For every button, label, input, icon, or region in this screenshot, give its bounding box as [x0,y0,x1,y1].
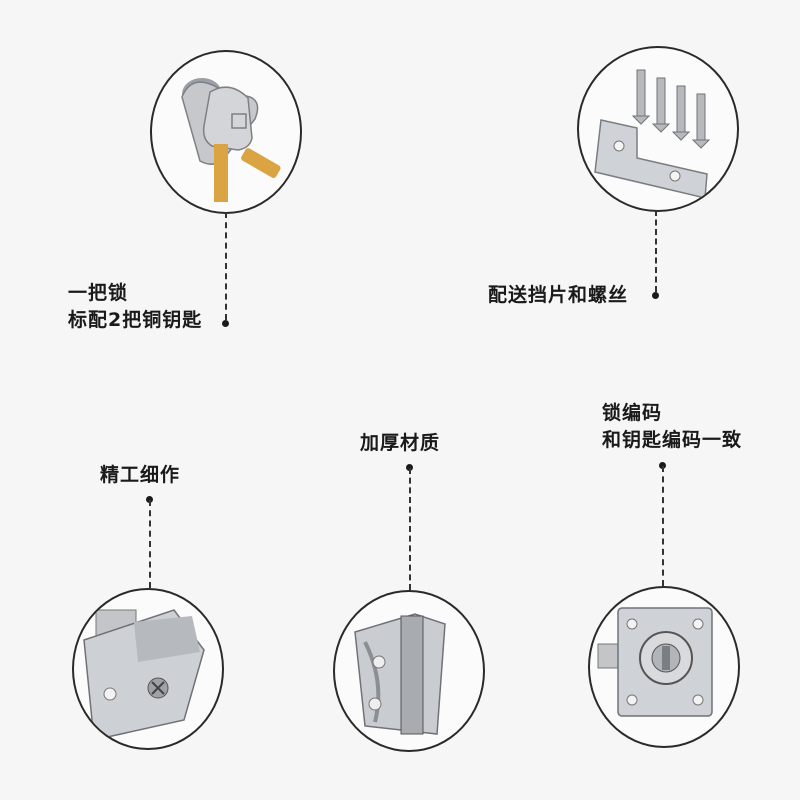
thick-material-photo [333,590,485,752]
keys-illustration [181,78,281,202]
thick-callout-line1: 加厚材质 [360,432,441,454]
craft-callout-line1: 精工细作 [100,464,181,486]
bracket-screws-photo [577,46,739,212]
code-leader-line [662,466,664,586]
bracket-screws-illustration [594,69,711,199]
thick-callout: 加厚材质 [360,430,440,457]
code-callout-line2: 和钥匙编码一致 [602,429,743,451]
keys-leader-line [225,212,227,320]
craft-callout: 精工细作 [100,462,180,489]
bracket-callout: 配送挡片和螺丝 [488,282,628,309]
keys-callout-line1: 一把锁 [68,282,129,304]
code-callout: 锁编码 和钥匙编码一致 [602,400,742,454]
thick-material-illustration [354,613,446,735]
code-lock-photo [588,586,740,748]
keys-leader-dot [222,320,229,327]
craft-detail-illustration [83,609,205,741]
keys-callout-line2: 标配2把铜钥匙 [68,309,203,331]
craft-detail-photo [72,588,224,750]
bracket-leader-line [655,210,657,292]
craft-leader-line [149,500,151,588]
craft-leader-dot [146,496,153,503]
thick-leader-dot [406,464,413,471]
bracket-callout-line1: 配送挡片和螺丝 [488,284,629,306]
keys-photo [150,50,302,214]
code-callout-line1: 锁编码 [602,402,663,424]
code-leader-dot [659,462,666,469]
bracket-leader-dot [652,292,659,299]
thick-leader-line [409,468,411,590]
keys-callout: 一把锁 标配2把铜钥匙 [68,280,202,334]
code-lock-illustration [597,607,713,717]
